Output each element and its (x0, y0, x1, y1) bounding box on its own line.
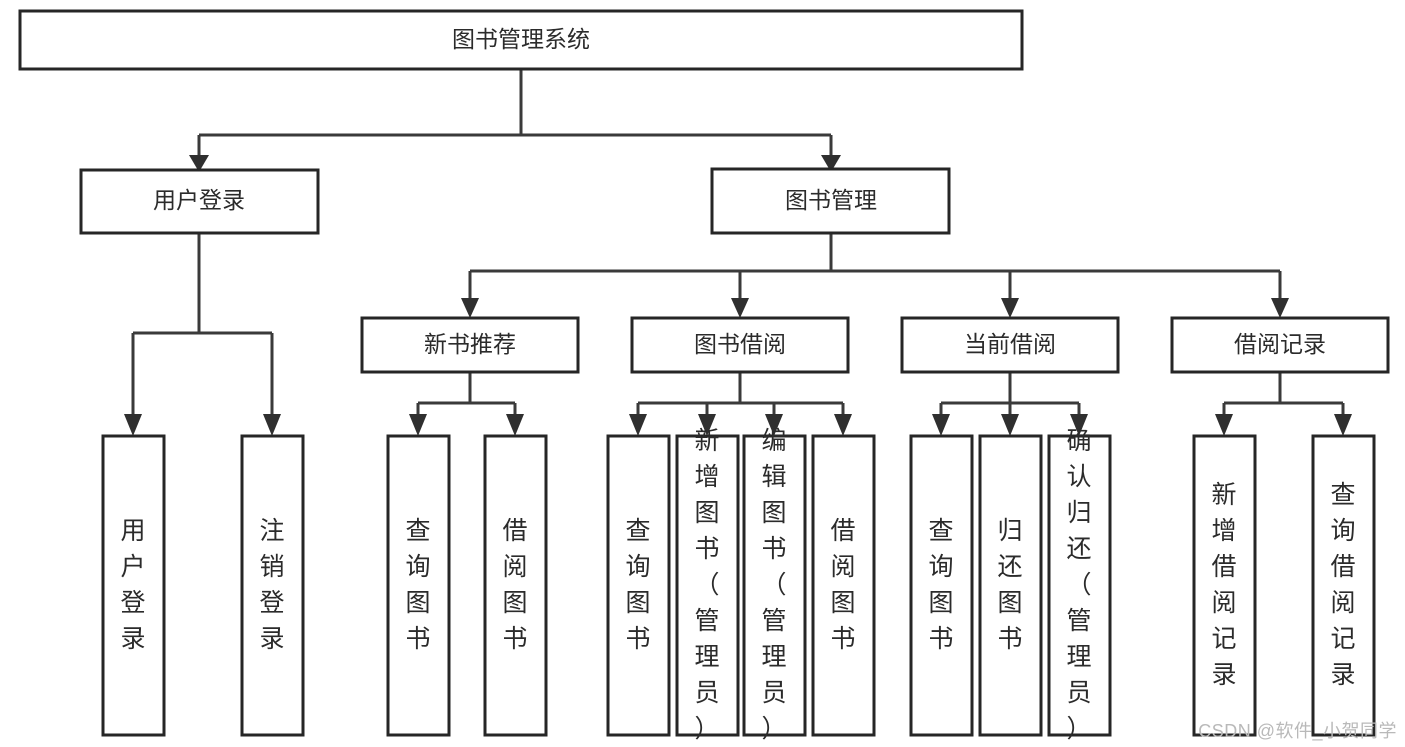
node-borrow-record[interactable]: 借阅记录 (1170, 316, 1390, 374)
node-label-leaf-bb-add-book: 新增图书（管理员） (694, 427, 719, 743)
node-label-leaf-cb-return-book: 归还图书 (997, 517, 1022, 653)
node-label-leaf-user-login: 用户登录 (120, 517, 145, 653)
arrow-head-book-borrow (731, 298, 749, 318)
connector-group (124, 69, 1352, 436)
node-box-leaf-br-add-record[interactable] (1192, 434, 1257, 737)
node-label-leaf-bb-borrow-book: 借阅图书 (830, 517, 855, 653)
node-leaf-bb-add-book[interactable]: 新增图书（管理员） (675, 427, 740, 743)
node-leaf-br-add-record[interactable]: 新增借阅记录 (1192, 434, 1257, 737)
node-box-root[interactable] (18, 9, 1024, 71)
node-root-system[interactable]: 图书管理系统 (18, 9, 1024, 71)
arrow-head-book-mgmt (821, 155, 841, 172)
node-box-borrow-record[interactable] (1170, 316, 1390, 374)
node-book-management[interactable]: 图书管理 (710, 167, 951, 235)
node-box-leaf-br-query-record[interactable] (1311, 434, 1376, 737)
arrow-head-user-login (189, 155, 209, 172)
arrow-head-current-borrow (1001, 298, 1019, 318)
node-label-leaf-nb-borrow-book: 借阅图书 (502, 517, 527, 653)
arrow-head-br-leaf-1 (1215, 414, 1233, 436)
arrow-head-leaf-user-login (124, 414, 142, 436)
arrow-head-cb-leaf-3 (1070, 414, 1088, 436)
arrow-head-nb-leaf-1 (409, 414, 427, 436)
node-box-leaf-nb-borrow-book[interactable] (483, 434, 548, 737)
node-label-current-borrow: 当前借阅 (964, 331, 1056, 357)
arrow-head-bb-leaf-1 (629, 414, 647, 436)
node-current-borrow[interactable]: 当前借阅 (900, 316, 1120, 374)
node-label-new-book-recommend: 新书推荐 (424, 331, 516, 357)
arrow-head-br-leaf-2 (1334, 414, 1352, 436)
node-leaf-nb-query-book[interactable]: 查询图书 (386, 434, 451, 737)
node-new-book-recommend[interactable]: 新书推荐 (360, 316, 580, 374)
node-leaf-nb-borrow-book[interactable]: 借阅图书 (483, 434, 548, 737)
arrow-head-nb-leaf-2 (506, 414, 524, 436)
node-box-book-management[interactable] (710, 167, 951, 235)
node-box-book-borrow[interactable] (630, 316, 850, 374)
node-book-borrow[interactable]: 图书借阅 (630, 316, 850, 374)
arrow-head-borrow-record (1271, 298, 1289, 318)
node-box-leaf-bb-query-book[interactable] (606, 434, 671, 737)
node-box-new-book-recommend[interactable] (360, 316, 580, 374)
node-leaf-cb-return-book[interactable]: 归还图书 (978, 434, 1043, 737)
node-label-leaf-br-add-record: 新增借阅记录 (1211, 481, 1236, 689)
arrow-head-bb-leaf-2 (698, 414, 716, 436)
node-leaf-user-login[interactable]: 用户登录 (101, 434, 166, 737)
node-box-leaf-user-login[interactable] (101, 434, 166, 737)
node-label-leaf-cb-confirm-return: 确认归还（管理员） (1066, 427, 1091, 743)
node-leaf-bb-edit-book[interactable]: 编辑图书（管理员） (742, 427, 807, 743)
node-leaf-cb-query-book[interactable]: 查询图书 (909, 434, 974, 737)
node-leaf-logout[interactable]: 注销登录 (240, 434, 305, 737)
node-box-leaf-nb-query-book[interactable] (386, 434, 451, 737)
node-leaf-bb-borrow-book[interactable]: 借阅图书 (811, 434, 876, 737)
node-box-leaf-bb-borrow-book[interactable] (811, 434, 876, 737)
node-leaf-br-query-record[interactable]: 查询借阅记录 (1311, 434, 1376, 737)
node-label-leaf-bb-query-book: 查询图书 (625, 517, 650, 653)
node-box-leaf-cb-confirm-return[interactable] (1047, 434, 1112, 737)
arrow-head-bb-leaf-4 (834, 414, 852, 436)
node-box-leaf-logout[interactable] (240, 434, 305, 737)
node-label-book-borrow: 图书借阅 (694, 331, 786, 357)
node-box-current-borrow[interactable] (900, 316, 1120, 374)
node-label-borrow-record: 借阅记录 (1234, 331, 1326, 357)
node-leaf-cb-confirm-return[interactable]: 确认归还（管理员） (1047, 427, 1112, 743)
node-label-leaf-br-query-record: 查询借阅记录 (1330, 481, 1355, 689)
node-label-leaf-cb-query-book: 查询图书 (928, 517, 953, 653)
arrow-head-new-book (461, 298, 479, 318)
node-label-leaf-logout: 注销登录 (259, 517, 284, 653)
arrow-head-bb-leaf-3 (765, 414, 783, 436)
node-box-leaf-bb-edit-book[interactable] (742, 434, 807, 737)
node-label-user-login: 用户登录 (153, 187, 245, 213)
node-box-leaf-bb-add-book[interactable] (675, 434, 740, 737)
node-label-root: 图书管理系统 (452, 26, 590, 52)
node-user-login[interactable]: 用户登录 (79, 168, 320, 235)
node-label-book-management: 图书管理 (785, 187, 877, 213)
arrow-head-cb-leaf-1 (932, 414, 950, 436)
node-box-leaf-cb-query-book[interactable] (909, 434, 974, 737)
csdn-watermark: CSDN @软件_小贺同学 (1198, 721, 1397, 741)
node-leaf-bb-query-book[interactable]: 查询图书 (606, 434, 671, 737)
node-box-user-login[interactable] (79, 168, 320, 235)
node-label-leaf-bb-edit-book: 编辑图书（管理员） (761, 427, 786, 743)
node-label-leaf-nb-query-book: 查询图书 (405, 517, 430, 653)
arrow-head-leaf-logout (263, 414, 281, 436)
node-box-leaf-cb-return-book[interactable] (978, 434, 1043, 737)
arrow-head-cb-leaf-2 (1001, 414, 1019, 436)
